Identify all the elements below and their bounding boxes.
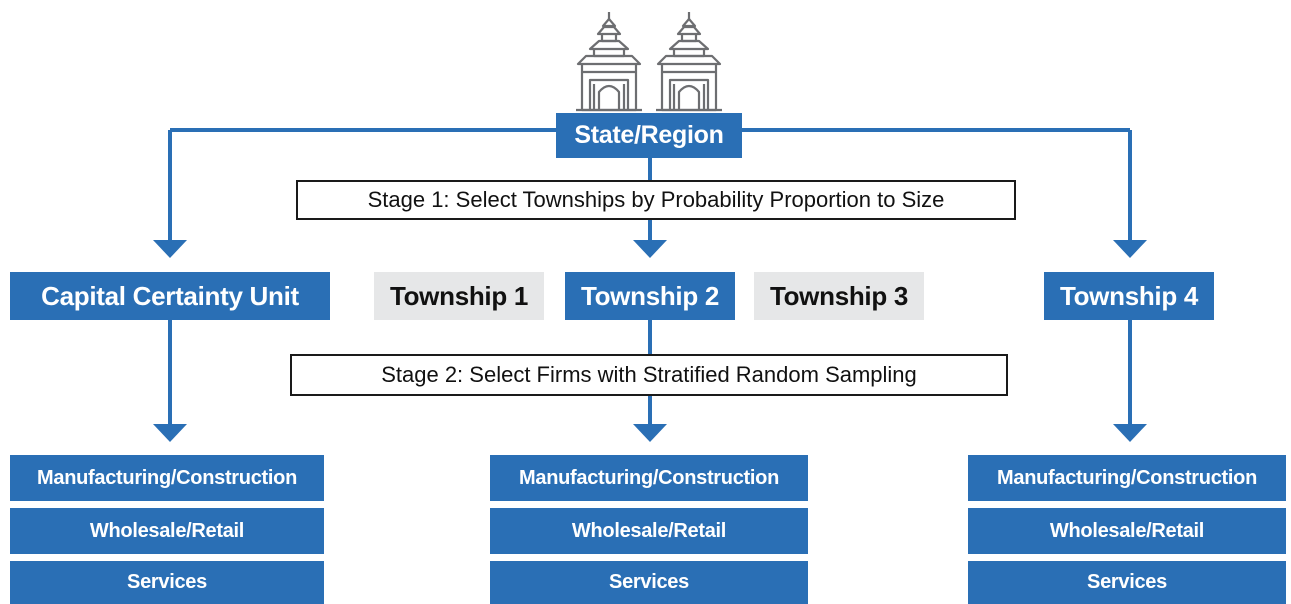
sector-wholesale-retail: Wholesale/Retail — [490, 508, 808, 554]
township-1-label: Township 1 — [389, 280, 529, 311]
sector-services: Services — [490, 561, 808, 604]
sector-label: Services — [609, 571, 689, 593]
sector-wholesale-retail: Wholesale/Retail — [968, 508, 1286, 554]
stage-1-box: Stage 1: Select Townships by Probability… — [296, 180, 1016, 220]
sector-label: Manufacturing/Construction — [997, 466, 1257, 489]
township-4-label: Township 4 — [1059, 280, 1199, 311]
sector-services: Services — [10, 561, 324, 604]
township-2-label: Township 2 — [580, 280, 720, 311]
arrow-left-top — [153, 240, 187, 258]
sector-label: Services — [1087, 571, 1167, 593]
stage-1-label: Stage 1: Select Townships by Probability… — [367, 187, 945, 212]
capital-certainty-unit-box: Capital Certainty Unit — [10, 272, 330, 320]
township-4-box: Township 4 — [1044, 272, 1214, 320]
arrow-center-top — [633, 240, 667, 258]
capital-certainty-unit-label: Capital Certainty Unit — [41, 280, 299, 311]
arrow-left-bottom — [153, 424, 187, 442]
sector-manufacturing-construction: Manufacturing/Construction — [968, 455, 1286, 501]
sector-label: Manufacturing/Construction — [519, 466, 779, 489]
stage-2-box: Stage 2: Select Firms with Stratified Ra… — [290, 354, 1008, 396]
sector-label: Manufacturing/Construction — [37, 466, 297, 489]
arrow-right-bottom — [1113, 424, 1147, 442]
sector-manufacturing-construction: Manufacturing/Construction — [10, 455, 324, 501]
temple-gate-icon — [576, 12, 722, 112]
sector-label: Wholesale/Retail — [571, 519, 727, 542]
sector-manufacturing-construction: Manufacturing/Construction — [490, 455, 808, 501]
arrow-center-bottom — [633, 424, 667, 442]
township-3-label: Township 3 — [769, 280, 909, 311]
state-region-box: State/Region — [556, 113, 742, 158]
township-2-box: Township 2 — [565, 272, 735, 320]
sector-label: Services — [127, 571, 207, 593]
stage-2-label: Stage 2: Select Firms with Stratified Ra… — [381, 362, 917, 387]
sector-services: Services — [968, 561, 1286, 604]
arrow-right-top — [1113, 240, 1147, 258]
township-1-box: Township 1 — [374, 272, 544, 320]
sector-label: Wholesale/Retail — [89, 519, 245, 542]
township-3-box: Township 3 — [754, 272, 924, 320]
state-region-label: State/Region — [574, 121, 724, 149]
sector-label: Wholesale/Retail — [1049, 519, 1205, 542]
sector-wholesale-retail: Wholesale/Retail — [10, 508, 324, 554]
